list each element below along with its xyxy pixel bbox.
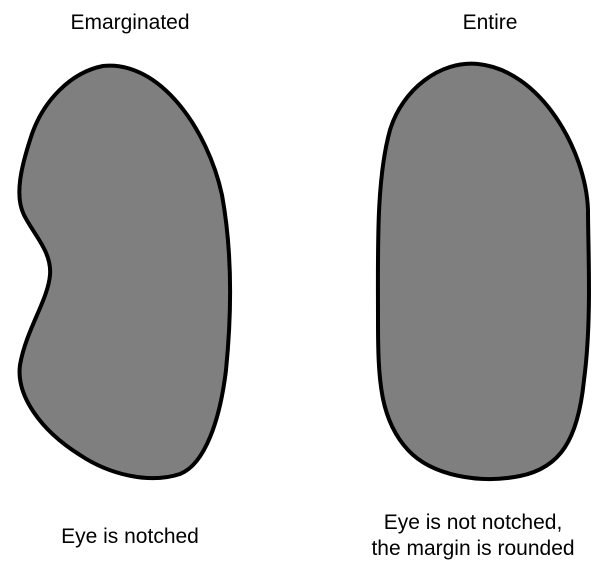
- entire-eye-shape: [378, 64, 589, 479]
- entire-caption-line-2: the margin is rounded: [345, 536, 601, 562]
- entire-title: Entire: [390, 10, 590, 36]
- entire-caption-line-1: Eye is not notched,: [345, 510, 601, 536]
- emarginated-caption: Eye is notched: [20, 524, 240, 550]
- emarginated-caption-line: Eye is notched: [61, 525, 199, 548]
- entire-caption: Eye is not notched, the margin is rounde…: [345, 510, 601, 562]
- emarginated-title: Emarginated: [40, 10, 220, 36]
- emarginated-eye-shape: [19, 66, 230, 478]
